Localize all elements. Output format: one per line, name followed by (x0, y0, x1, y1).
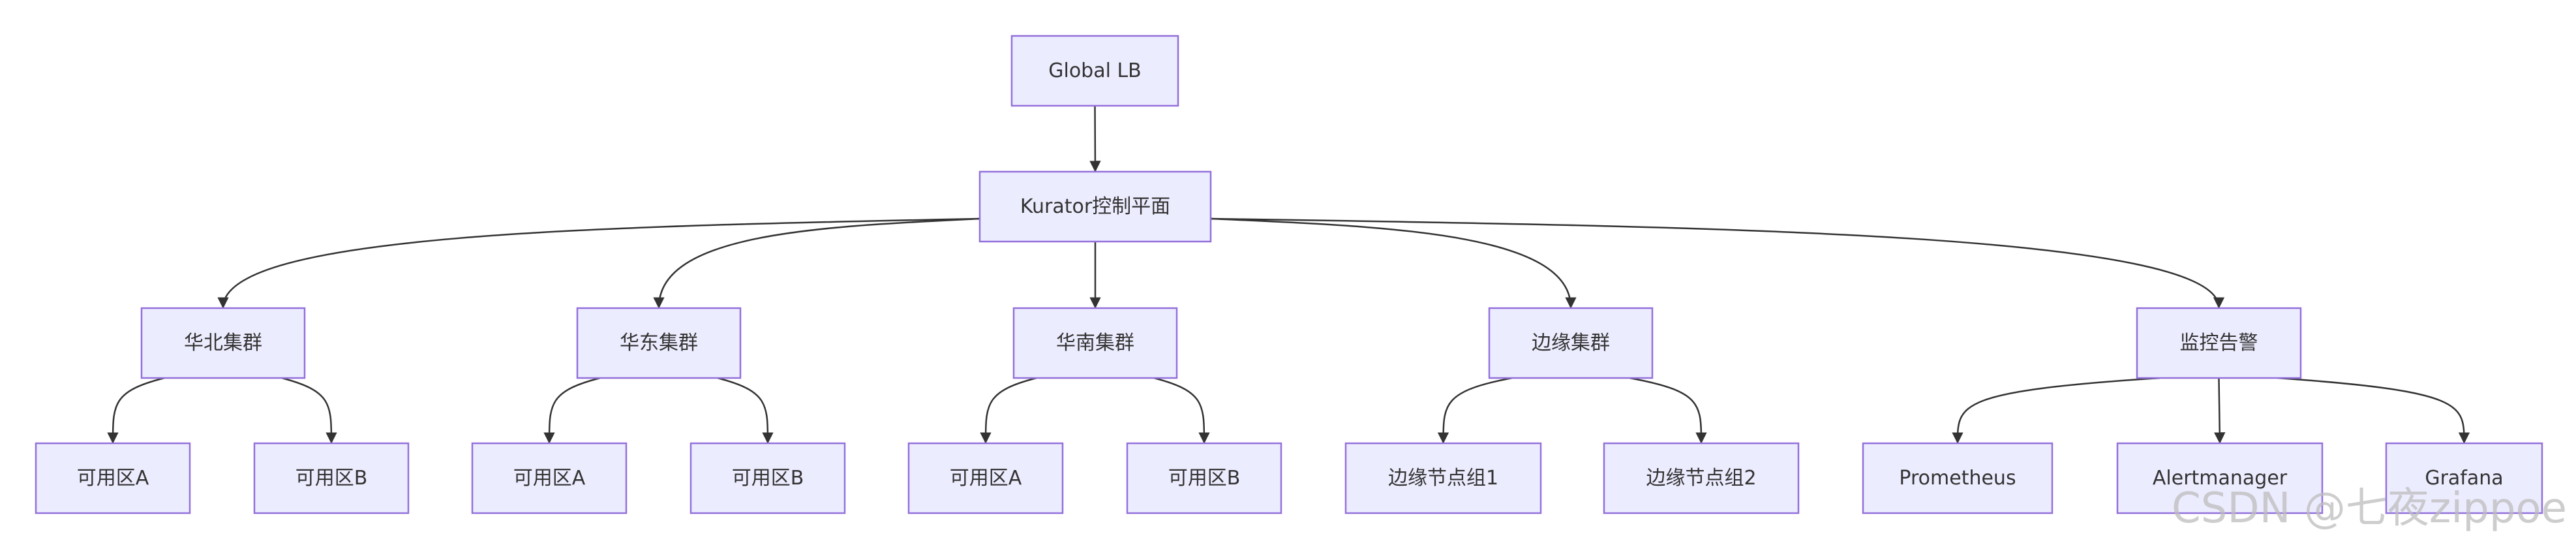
node-south-zone-a: 可用区A (907, 442, 1064, 514)
edge-south-to-south_a (980, 377, 1037, 444)
edge-north-to-north_b (281, 377, 337, 444)
node-label-alertmanager: Alertmanager (2153, 467, 2288, 490)
node-label-north-zone-b: 可用区B (295, 467, 368, 490)
edge-monitor-to-grafana (2277, 377, 2470, 444)
node-label-kurator-control-plane: Kurator控制平面 (1020, 195, 1170, 218)
node-alertmanager: Alertmanager (2116, 442, 2324, 514)
node-east-cluster: 华东集群 (576, 307, 742, 379)
edge-edge-to-edge_1 (1437, 377, 1513, 444)
node-label-monitoring-alerting: 监控告警 (2180, 332, 2258, 354)
edge-edge-to-edge_2 (1629, 377, 1707, 444)
node-south-cluster: 华南集群 (1012, 307, 1178, 379)
node-label-east-zone-a: 可用区A (513, 467, 586, 490)
edge-north-to-north_a (107, 377, 165, 444)
node-north-zone-b: 可用区B (253, 442, 410, 514)
node-label-north-cluster: 华北集群 (184, 332, 262, 354)
node-label-east-zone-b: 可用区B (732, 467, 804, 490)
edge-monitor-to-alertmanager (2214, 377, 2226, 444)
node-label-south-cluster: 华南集群 (1056, 332, 1134, 354)
node-edge-cluster: 边缘集群 (1488, 307, 1654, 379)
edge-kurator-to-monitor (1210, 217, 2225, 309)
node-label-north-zone-a: 可用区A (77, 467, 149, 490)
node-prometheus: Prometheus (1862, 442, 2053, 514)
node-label-south-zone-a: 可用区A (950, 467, 1022, 490)
node-global-lb: Global LB (1010, 35, 1179, 107)
edge-monitor-to-prometheus (1952, 377, 2160, 444)
node-north-cluster: 华北集群 (140, 307, 306, 379)
node-east-zone-a: 可用区A (471, 442, 628, 514)
node-kurator-control-plane: Kurator控制平面 (978, 170, 1212, 243)
edge-kurator-to-east (653, 217, 980, 309)
node-label-edge-group-1: 边缘节点组1 (1388, 467, 1498, 490)
node-south-zone-b: 可用区B (1126, 442, 1282, 514)
node-label-east-cluster: 华东集群 (620, 332, 698, 354)
node-edge-group-2: 边缘节点组2 (1603, 442, 1800, 514)
node-label-edge-group-2: 边缘节点组2 (1646, 467, 1756, 490)
node-label-prometheus: Prometheus (1899, 467, 2016, 490)
edge-kurator-to-north (217, 217, 980, 309)
edge-east-to-east_a (543, 377, 601, 444)
node-edge-group-1: 边缘节点组1 (1344, 442, 1542, 514)
edge-kurator-to-edge (1210, 217, 1577, 309)
node-label-global-lb: Global LB (1048, 59, 1142, 82)
node-label-edge-cluster: 边缘集群 (1532, 332, 1610, 354)
edge-global_lb-to-kurator (1089, 105, 1101, 172)
node-north-zone-a: 可用区A (35, 442, 191, 514)
edge-east-to-east_b (717, 377, 774, 444)
edge-south-to-south_b (1153, 377, 1210, 444)
watermark: CSDN @七夜zippoe (2172, 484, 2567, 533)
node-grafana: Grafana (2385, 442, 2543, 514)
node-label-grafana: Grafana (2425, 467, 2503, 490)
node-monitoring-alerting: 监控告警 (2136, 307, 2302, 379)
edges (107, 105, 2470, 444)
node-label-south-zone-b: 可用区B (1168, 467, 1241, 490)
node-east-zone-b: 可用区B (689, 442, 846, 514)
